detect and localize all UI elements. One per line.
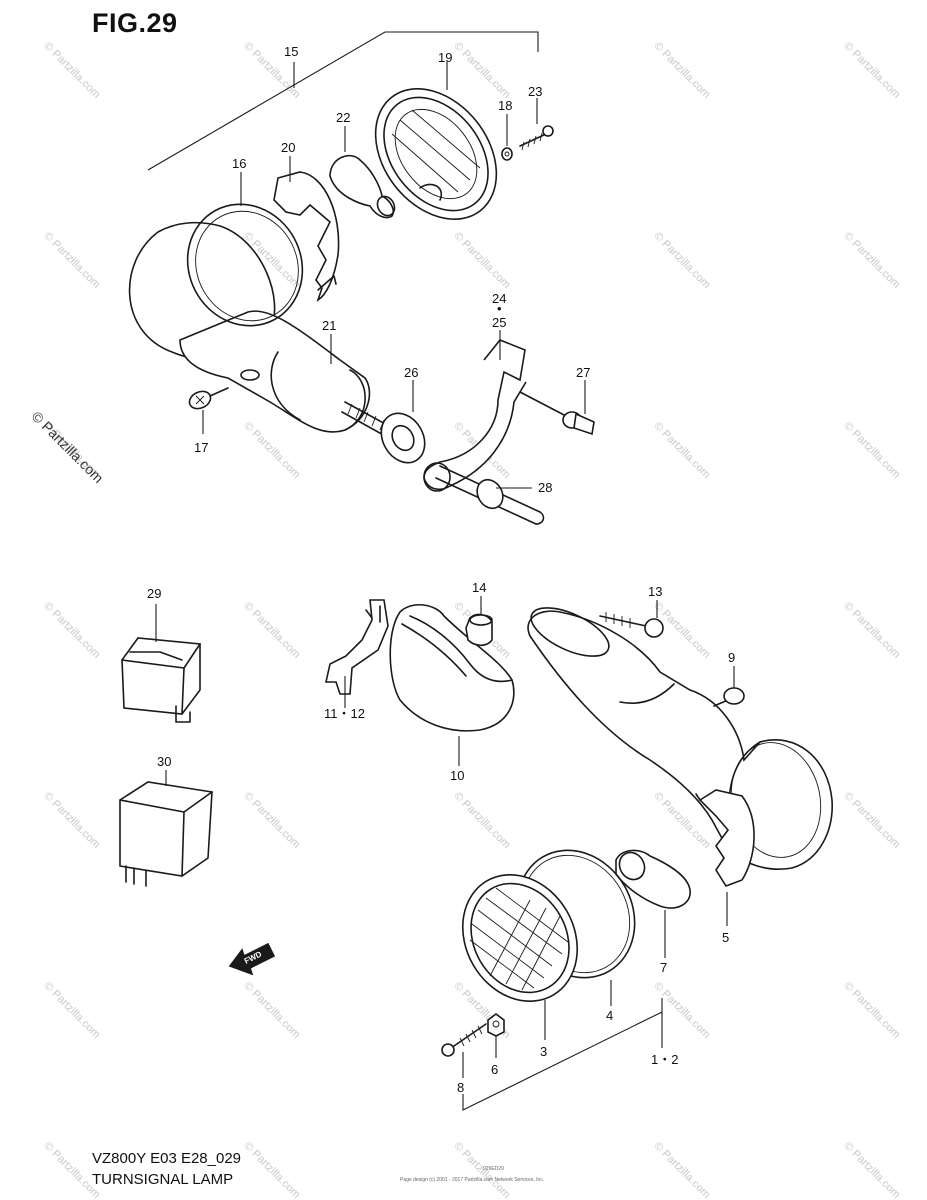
part-29-relay[interactable] — [121, 637, 201, 723]
callout-3: 3 — [540, 1044, 547, 1059]
callout-17: 17 — [194, 440, 208, 455]
part-22-bulb[interactable] — [329, 154, 398, 219]
fine-print-code: 029ED29 — [483, 1166, 504, 1172]
callout-7: 7 — [660, 960, 667, 975]
part-23-screw[interactable] — [519, 125, 554, 151]
callout-24-dot: • — [497, 301, 502, 316]
callout-21: 21 — [322, 318, 336, 333]
callout-14: 14 — [472, 580, 486, 595]
part-25-bracket[interactable] — [423, 339, 527, 492]
callout-8: 8 — [457, 1080, 464, 1095]
callout-30: 30 — [157, 754, 171, 769]
part-5-socket-plate[interactable] — [695, 789, 755, 887]
callout-15: 15 — [284, 44, 298, 59]
group-bracket-1-2 — [462, 998, 663, 1111]
fine-print-credit: Page design (c) 2001 - 2017 Partzilla.co… — [400, 1177, 545, 1183]
part-20-socket-plate[interactable] — [273, 171, 340, 302]
part-14-bushing[interactable] — [465, 613, 493, 647]
part-3-lens[interactable] — [440, 854, 600, 1022]
figure-title: FIG.29 — [92, 8, 178, 38]
fwd-arrow-icon: FWD — [228, 942, 276, 976]
part-11-12-bracket[interactable] — [325, 599, 389, 695]
part-7-bulb[interactable] — [615, 848, 691, 909]
callout-18: 18 — [498, 98, 512, 113]
callout-13: 13 — [648, 584, 662, 599]
part-9-screw[interactable] — [713, 687, 745, 707]
callout-23: 23 — [528, 84, 542, 99]
part-housing-lower[interactable] — [524, 598, 833, 870]
part-6-washer[interactable] — [487, 1013, 505, 1037]
callout-28: 28 — [538, 480, 552, 495]
callout-6: 6 — [491, 1062, 498, 1077]
callout-24: 24 — [492, 291, 506, 306]
part-16-gasket[interactable] — [166, 184, 323, 346]
group-bracket-15 — [147, 31, 539, 171]
part-27-bolt[interactable] — [519, 391, 595, 436]
callout-22: 22 — [336, 110, 350, 125]
callout-27: 27 — [576, 365, 590, 380]
part-8-screw[interactable] — [441, 1023, 487, 1057]
callout-9: 9 — [728, 650, 735, 665]
callout-10: 10 — [450, 768, 464, 783]
part-13-screw[interactable] — [599, 612, 664, 638]
callout-19: 19 — [438, 50, 452, 65]
part-30-relay[interactable] — [119, 781, 213, 887]
part-19-lens[interactable] — [351, 65, 522, 243]
callout-29: 29 — [147, 586, 161, 601]
assembly-name: TURNSIGNAL LAMP — [92, 1171, 234, 1188]
part-17-screw[interactable] — [187, 387, 229, 412]
callout-4: 4 — [606, 1008, 613, 1023]
callout-25: 25 — [492, 315, 506, 330]
model-code: VZ800Y E03 E28_029 — [92, 1150, 242, 1167]
callout-20: 20 — [281, 140, 295, 155]
callout-16: 16 — [232, 156, 246, 171]
callout-1-2: 1・2 — [651, 1052, 678, 1067]
callout-5: 5 — [722, 930, 729, 945]
callout-11-12: 11・12 — [324, 706, 365, 721]
callout-26: 26 — [404, 365, 418, 380]
part-26-nut[interactable] — [373, 405, 434, 470]
part-10-cover[interactable] — [389, 604, 515, 732]
part-18-washer[interactable] — [501, 147, 513, 161]
